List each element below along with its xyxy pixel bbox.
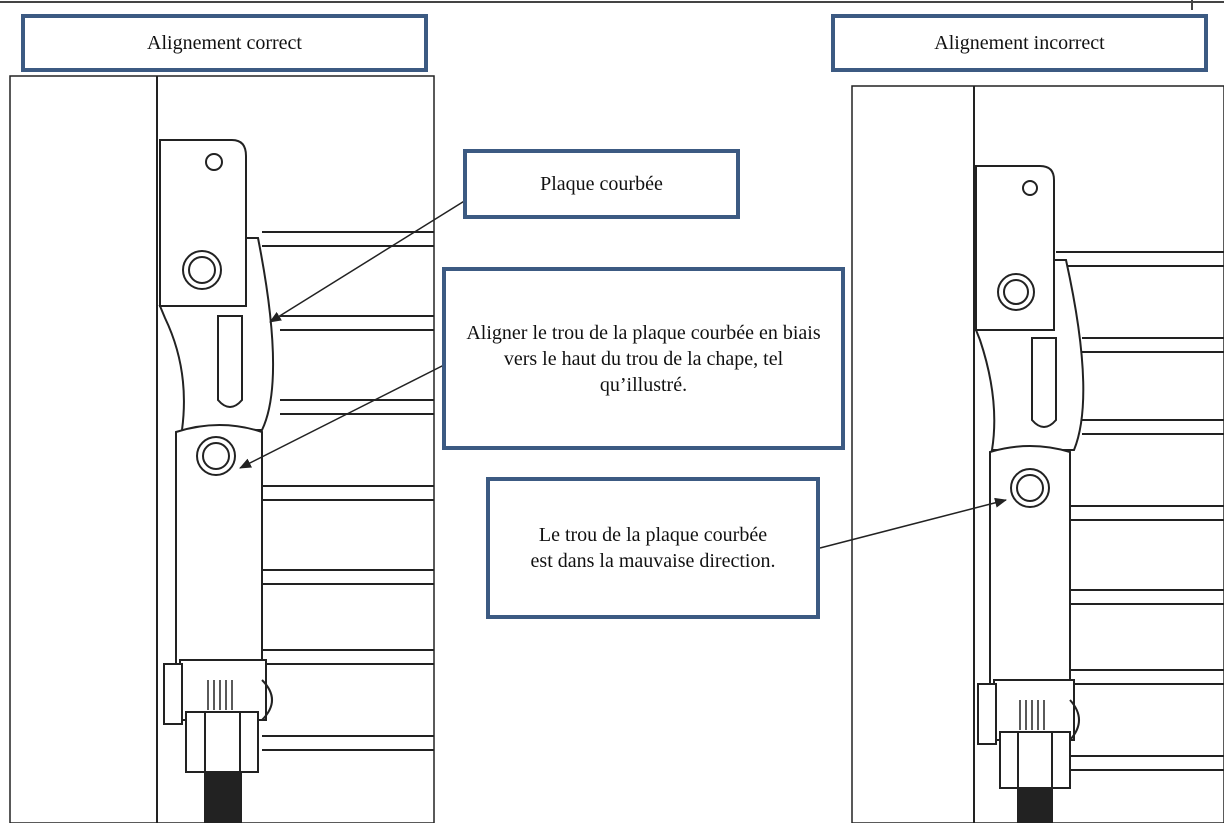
incorrect-panel-drawing	[851, 85, 1224, 823]
align-instruction-text: Aligner le trou de la plaque courbée en …	[466, 321, 821, 396]
curved-plate-callout: Plaque courbée	[463, 149, 740, 219]
wrong-direction-callout: Le trou de la plaque courbée est dans la…	[486, 477, 820, 619]
correct-alignment-label: Alignement correct	[21, 14, 428, 72]
correct-alignment-text: Alignement correct	[147, 32, 302, 54]
arrow-wrong-direction	[819, 497, 1007, 549]
arrow-plaque-courbee	[269, 199, 467, 323]
incorrect-alignment-text: Alignement incorrect	[934, 32, 1105, 54]
curved-plate-text: Plaque courbée	[540, 173, 663, 195]
wrong-direction-text: Le trou de la plaque courbée est dans la…	[530, 524, 776, 572]
correct-panel-drawing	[9, 75, 435, 823]
align-instruction-callout: Aligner le trou de la plaque courbée en …	[442, 267, 845, 450]
incorrect-alignment-label: Alignement incorrect	[831, 14, 1208, 72]
arrow-alignment-hole	[239, 363, 447, 469]
